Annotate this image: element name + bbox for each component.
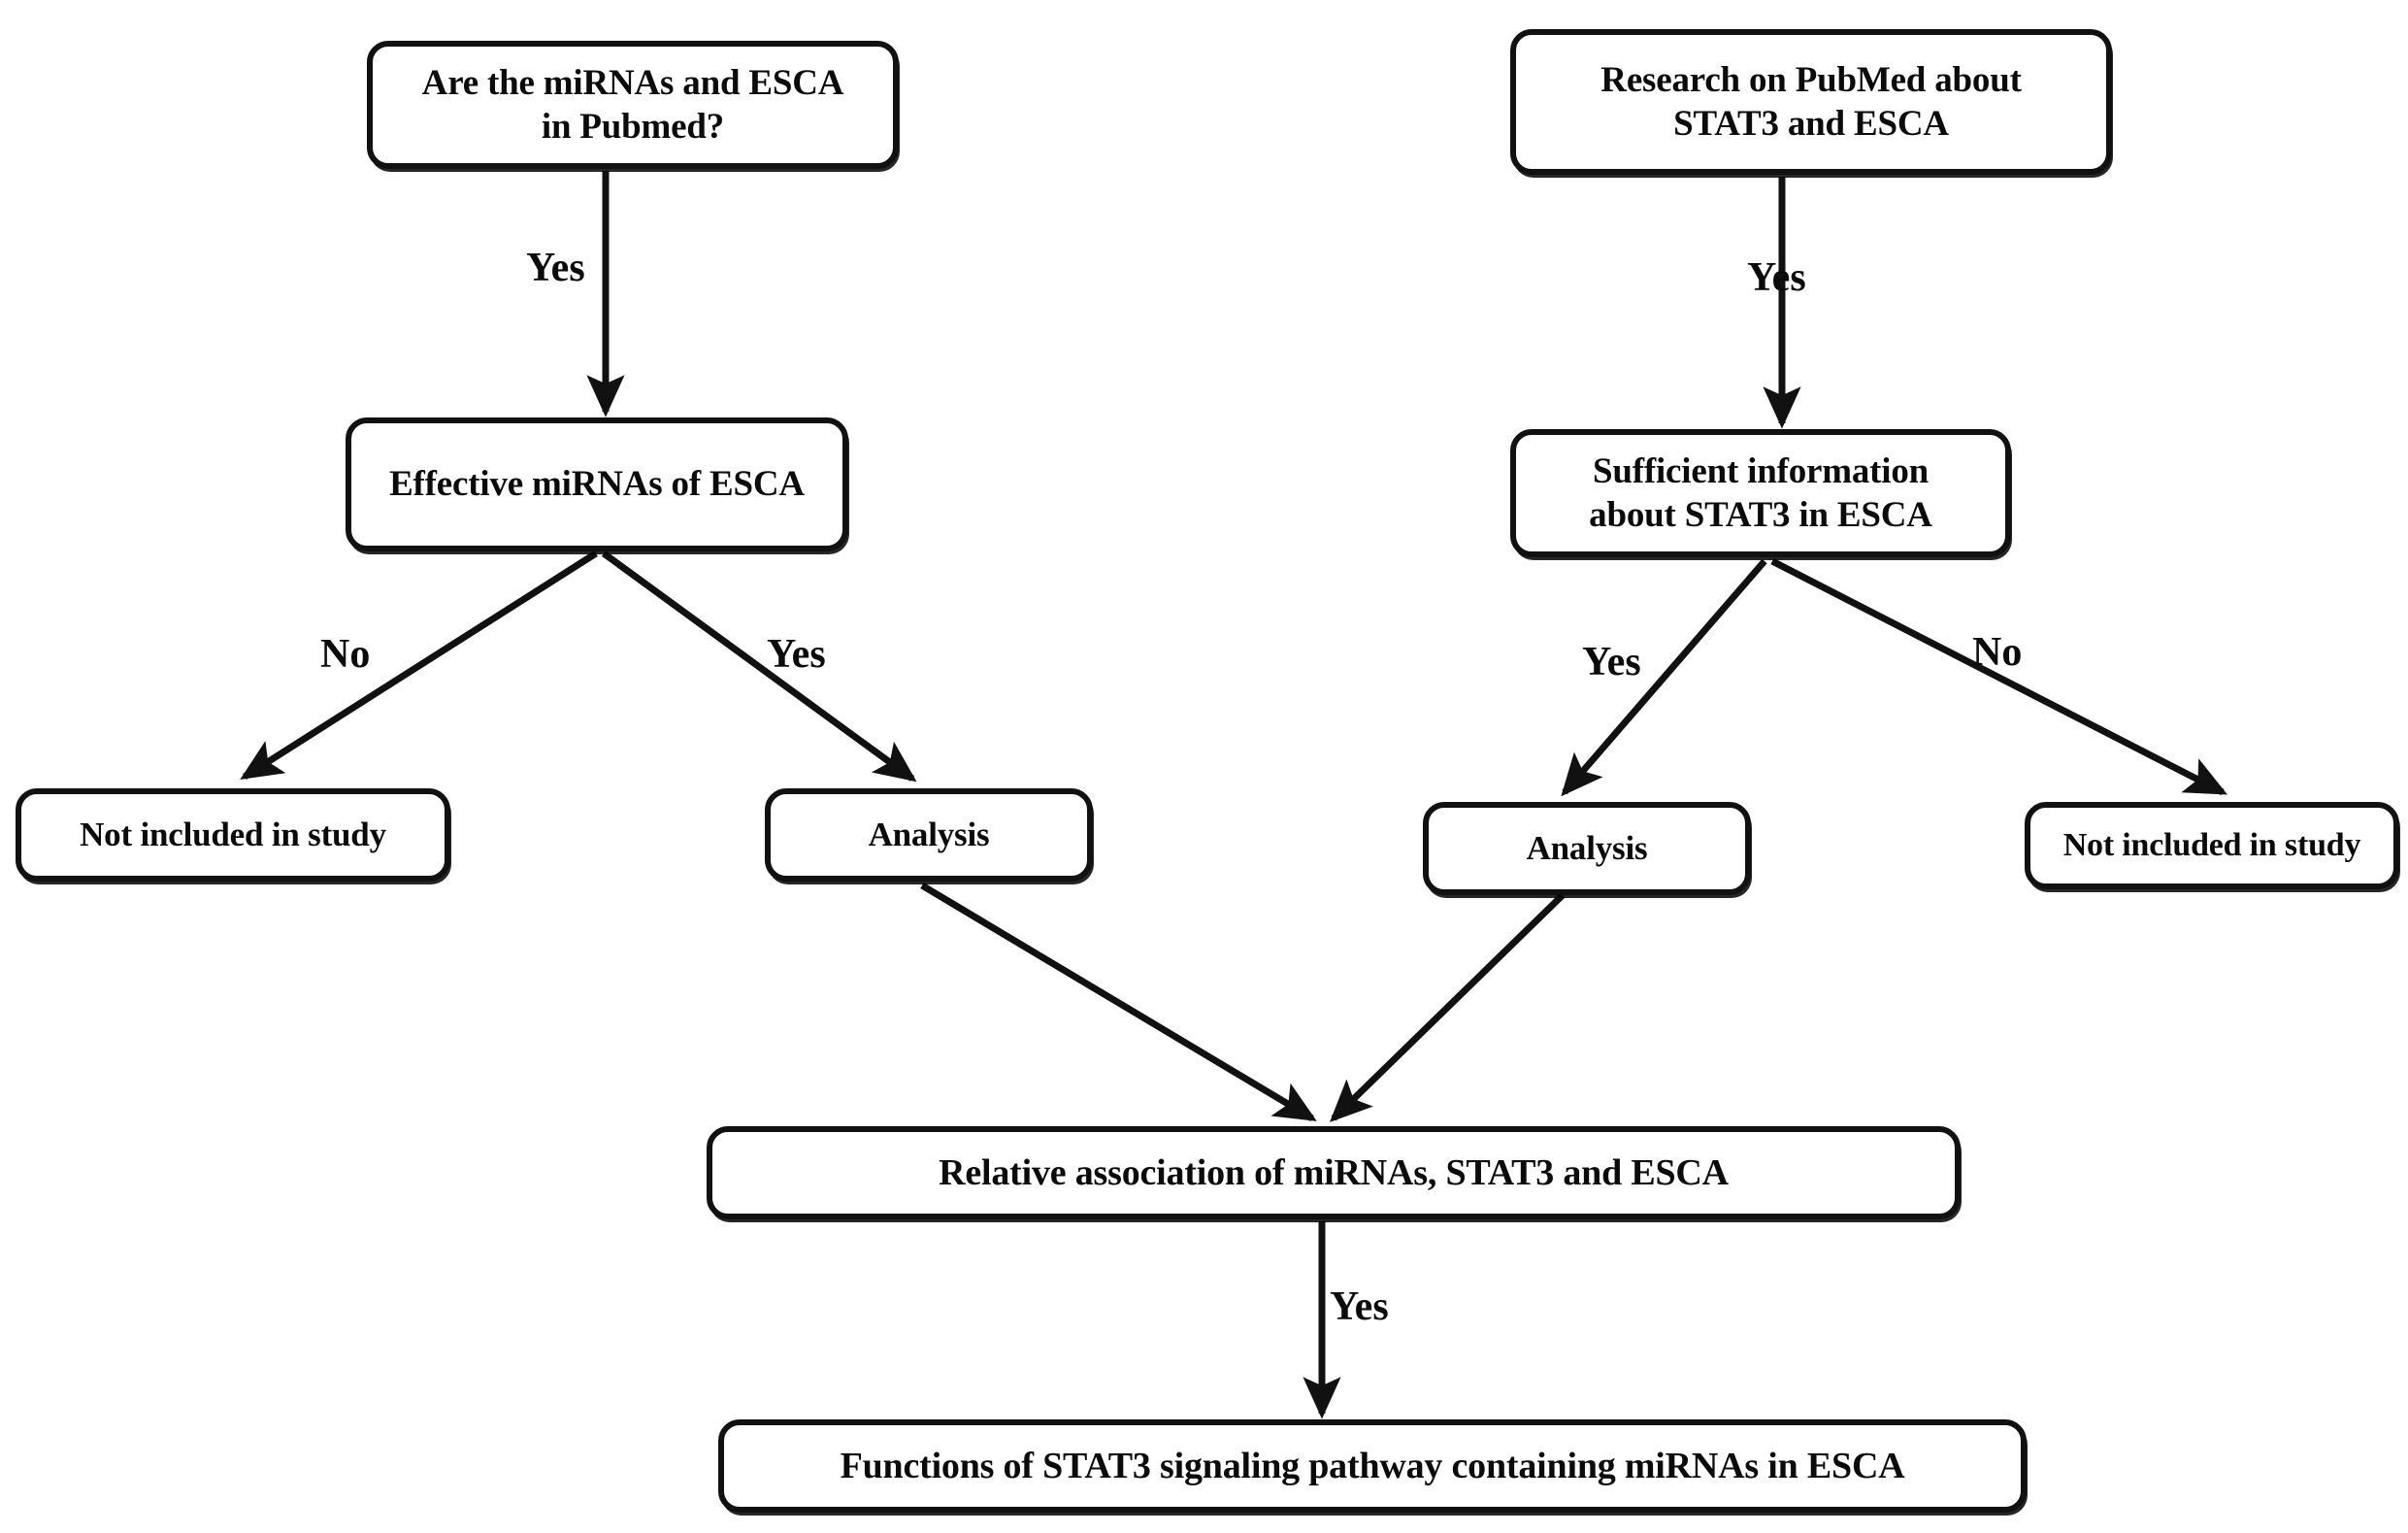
edge-label-yes-bottom: Yes [1330,1284,1389,1329]
node-sufficient-information-stat3-esca[interactable]: Sufficient information about STAT3 in ES… [1510,429,2011,557]
edge-label-no-right: No [1972,630,2023,675]
node-line: Are the miRNAs and ESCA [421,62,844,103]
node-analysis-left[interactable]: Analysis [765,788,1093,882]
edge-label-yes-top-right: Yes [1747,255,1806,300]
edge-effective-to-analysis [601,550,917,783]
edge-label-yes-right: Yes [1582,640,1641,684]
edge-label-yes-left: Yes [767,632,826,677]
edge-label-yes-top-left: Yes [526,246,585,290]
edge-sufficient-to-notincluded [1770,557,2227,796]
edge-label-no-left: No [320,632,371,677]
node-line: Relative association of miRNAs, STAT3 an… [939,1151,1729,1193]
node-line: Research on PubMed about [1600,59,2022,100]
node-research-on-pubmed-stat3-esca[interactable]: Research on PubMed about STAT3 and ESCA [1510,29,2112,175]
node-line: Sufficient information [1592,450,1930,491]
node-line: Analysis [1526,828,1648,867]
edge-analysisright-to-relative [1329,892,1566,1122]
node-line: Functions of STAT3 signaling pathway con… [840,1445,1905,1486]
node-effective-mirnas-of-esca[interactable]: Effective miRNAs of ESCA [346,417,848,551]
node-line: Effective miRNAs of ESCA [389,464,805,505]
edge-effective-to-notincluded [240,550,598,781]
node-analysis-right[interactable]: Analysis [1423,802,1751,895]
node-are-mirnas-esca-in-pubmed[interactable]: Are the miRNAs and ESCA in Pubmed? [367,41,899,169]
node-relative-association[interactable]: Relative association of miRNAs, STAT3 an… [707,1126,1961,1219]
node-not-included-in-study-right[interactable]: Not included in study [2025,802,2399,889]
node-line: STAT3 and ESCA [1673,104,1949,144]
node-not-included-in-study-left[interactable]: Not included in study [16,788,450,882]
node-line: Not included in study [80,815,386,853]
node-functions-stat3-signaling-pathway[interactable]: Functions of STAT3 signaling pathway con… [718,1419,2027,1513]
node-line: Analysis [868,815,990,853]
node-line: in Pubmed? [541,107,725,147]
edge-analysisleft-to-relative [920,882,1317,1122]
node-line: about STAT3 in ESCA [1589,495,1932,535]
node-line: Not included in study [2062,827,2361,864]
